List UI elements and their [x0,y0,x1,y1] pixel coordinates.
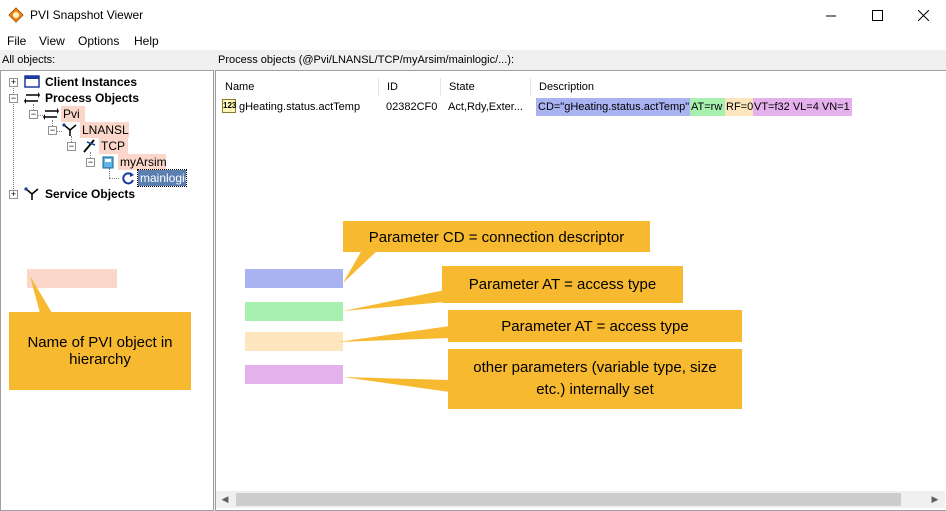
expand-toggle[interactable]: + [9,77,18,87]
minimize-icon [825,15,836,17]
variable-icon: 123 [222,99,236,113]
menu-options[interactable]: Options [78,34,120,48]
close-button[interactable] [900,0,946,31]
description-rf: RF=0 [725,98,753,116]
other-swatch [245,365,343,384]
collapse-toggle[interactable]: − [29,109,38,119]
row-id: 02382CF0 [386,101,438,113]
maximize-icon [871,10,883,21]
tree-item-process-objects[interactable]: Process Objects [45,91,140,105]
device-icon [83,139,96,153]
description-at: AT=rw [690,98,725,116]
expand-toggle[interactable]: + [9,189,18,199]
rf-swatch [245,332,343,351]
scrollbar-thumb[interactable] [236,493,901,506]
tree-item-mainlogic[interactable]: mainlogic [137,169,191,187]
title-bar [0,0,946,31]
scroll-left-icon[interactable]: ◀ [221,494,229,504]
cpu-icon [102,156,114,169]
tree-line [52,131,62,132]
at-swatch [245,302,343,321]
tree-line [109,178,119,179]
right-pane-header: Process objects (@Pvi/LNANSL/TCP/myArsim… [218,54,515,66]
collapse-toggle[interactable]: − [67,141,76,151]
collapse-toggle[interactable]: − [86,157,95,167]
description-other: VT=f32 VL=4 VN=1 [753,98,852,116]
row-name[interactable]: gHeating.status.actTemp [239,101,361,113]
tree-line [33,115,43,116]
maximize-button[interactable] [854,0,900,31]
tree-item-service-objects[interactable]: Service Objects [45,187,136,201]
callout-parameter-cd: Parameter CD = connection descriptor [343,221,650,252]
pvi-icon [43,108,59,120]
service-icon [24,187,39,200]
tree-item-client-instances[interactable]: Client Instances [45,75,138,89]
menu-bar [0,31,946,50]
description-cd: CD="gHeating.status.actTemp" [536,98,690,116]
tree-item-myarsim[interactable]: myArsim [118,154,167,170]
tree-item-pvi[interactable]: Pvi [61,106,85,122]
collapse-toggle[interactable]: − [48,125,57,135]
left-pane-header: All objects: [2,54,56,66]
menu-help[interactable]: Help [134,34,159,48]
window-icon [24,75,40,88]
cd-swatch [245,269,343,288]
menu-view[interactable]: View [39,34,65,48]
close-icon [917,10,929,21]
column-header-id[interactable]: ID [378,78,441,96]
name-highlight-swatch [27,269,117,288]
callout-parameter-rf: Parameter AT = access type [448,310,742,342]
minimize-button[interactable] [808,0,854,31]
row-state: Act,Rdy,Exter... [448,101,523,113]
tree-item-tcp[interactable]: TCP [99,138,128,154]
tree-line [109,168,110,178]
line-icon [62,123,77,136]
collapse-toggle[interactable]: − [9,93,18,103]
task-refresh-icon [122,172,134,185]
scroll-right-icon[interactable]: ▶ [931,494,939,504]
window-title: PVI Snapshot Viewer [30,8,144,22]
callout-name-of-pvi-object: Name of PVI object in hierarchy [9,312,191,390]
column-header-state[interactable]: State [440,78,531,96]
callout-parameter-at: Parameter AT = access type [442,266,683,303]
column-header-name[interactable]: Name [216,78,379,96]
tree-line [13,86,14,195]
callout-other-parameters: other parameters (variable type, size et… [448,349,742,409]
tree-item-lnansl[interactable]: LNANSL [80,122,129,138]
column-header-description[interactable]: Description [539,81,595,93]
menu-file[interactable]: File [7,34,27,48]
process-network-icon [24,92,40,104]
app-icon [8,7,24,23]
